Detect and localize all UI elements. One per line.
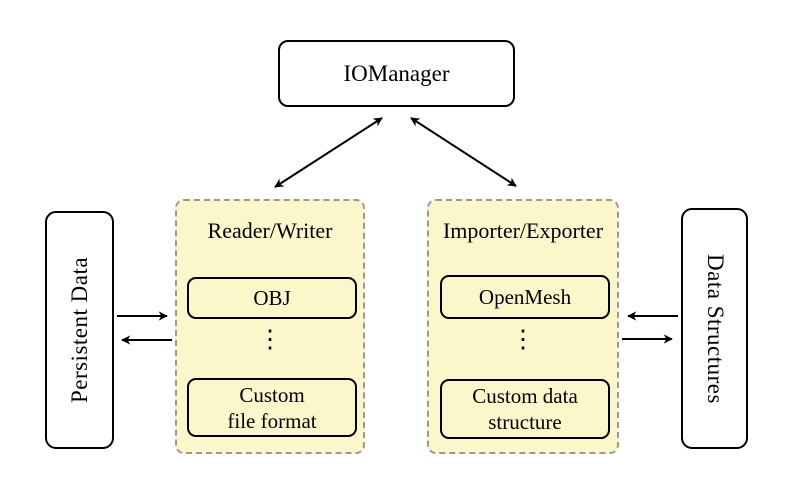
node-persistent-data: Persistent Data [45,211,114,449]
reader-writer-ellipsis: ⋮ [177,321,363,359]
persistent-data-label: Persistent Data [66,256,92,404]
custom-file-format-label: Custom file format [227,382,317,433]
obj-label: OBJ [253,286,291,310]
importer-exporter-ellipsis: ⋮ [429,321,617,359]
data-structures-label: Data Structures [702,253,728,404]
node-custom-file-format: Custom file format [187,378,357,437]
importer-exporter-title: Importer/Exporter [442,218,604,243]
iomanager-label: IOManager [343,60,450,86]
node-iomanager: IOManager [278,40,515,107]
vertical-ellipsis: ⋮ [257,326,283,353]
arrow-iomanager-reader-writer [274,117,383,188]
node-openmesh: OpenMesh [440,275,610,319]
node-obj: OBJ [187,277,357,319]
node-custom-data-structure: Custom data structure [440,379,610,439]
vertical-ellipsis: ⋮ [510,326,536,353]
arrow-iomanager-importer-exporter [410,117,517,187]
openmesh-label: OpenMesh [478,285,572,309]
node-data-structures: Data Structures [681,208,748,449]
group-reader-writer: Reader/Writer OBJ ⋮ Custom file format [175,199,365,454]
custom-data-structure-label: Custom data structure [472,384,578,434]
group-importer-exporter: Importer/Exporter OpenMesh ⋮ Custom data… [427,199,619,454]
reader-writer-title: Reader/Writer [207,218,333,243]
